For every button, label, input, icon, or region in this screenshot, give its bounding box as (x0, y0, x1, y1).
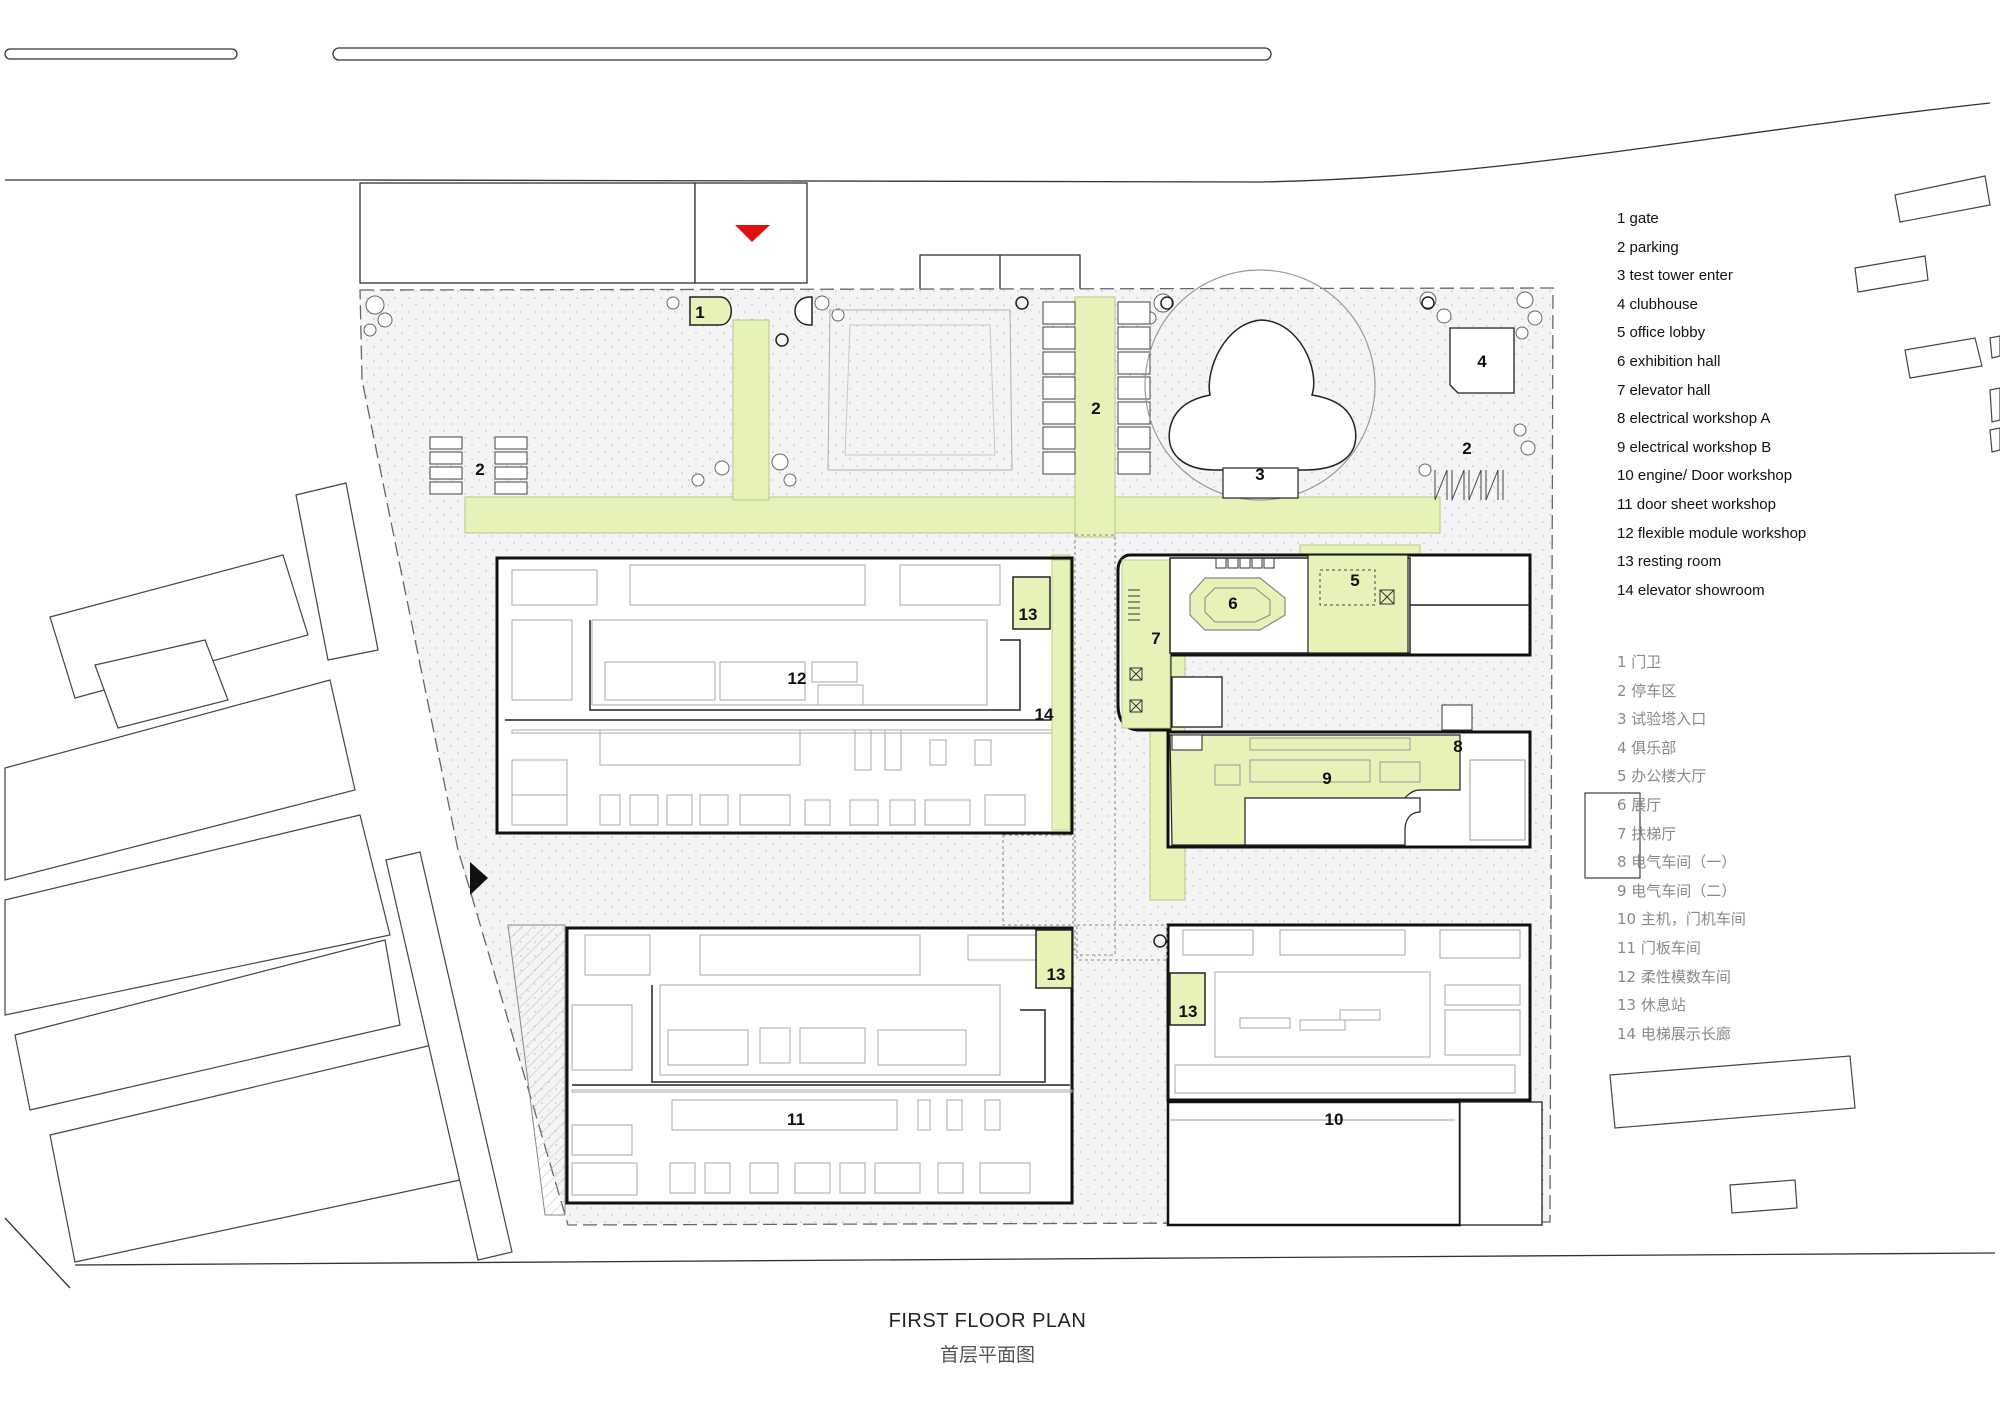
label-test-tower: 3 (1255, 465, 1264, 484)
legend-item-zh: 1 门卫 (1617, 653, 1662, 671)
label-resting-3: 13 (1179, 1002, 1198, 1021)
hatched-strip (507, 924, 566, 1216)
legend-english: 1 gate 2 parking 3 test tower enter 4 cl… (1617, 205, 1806, 605)
west-entrance-marker (470, 862, 488, 895)
label-parking-center: 2 (1091, 399, 1100, 418)
legend-item-zh: 2 停车区 (1617, 681, 1677, 700)
legend-item: 7 elevator hall (1617, 381, 1711, 399)
legend-item: 9 electrical workshop B (1617, 438, 1772, 456)
legend-item: 8 electrical workshop A (1617, 410, 1771, 428)
entry-structures (359, 182, 1081, 296)
label-showroom: 14 (1035, 705, 1054, 724)
label-engine-door: 10 (1325, 1110, 1344, 1129)
building-office (1116, 553, 1532, 732)
gate-houses (689, 296, 813, 326)
legend-item: 6 exhibition hall (1617, 352, 1721, 370)
legend-item: 11 door sheet workshop (1617, 495, 1776, 513)
service-box (1171, 676, 1223, 728)
legend-item-zh: 8 电气车间（一） (1617, 853, 1737, 872)
label-resting-2: 13 (1047, 965, 1066, 984)
legend-item: 10 engine/ Door workshop (1617, 467, 1793, 485)
label-workshop-b: 9 (1322, 769, 1331, 788)
neighbor-buildings-east (1584, 175, 2000, 1214)
label-clubhouse: 4 (1477, 352, 1487, 371)
room-numbers: 1 2 2 2 3 4 5 6 7 8 9 10 11 12 13 13 13 … (475, 303, 1487, 1129)
legend-item: 2 parking (1617, 238, 1679, 256)
building-89 (1166, 704, 1532, 849)
label-workshop-a: 8 (1453, 737, 1462, 756)
label-office-lobby: 5 (1350, 571, 1359, 590)
legend-item: 3 test tower enter (1617, 267, 1733, 285)
legend-item-zh: 7 扶梯厅 (1617, 824, 1677, 843)
garden-outline (827, 309, 1013, 471)
legend-item-zh: 11 门板车间 (1617, 938, 1701, 957)
building-11 (565, 926, 1074, 1205)
road-top (4, 47, 1272, 61)
legend-item: 5 office lobby (1617, 324, 1706, 342)
legend-item: 14 elevator showroom (1617, 581, 1765, 599)
test-tower (1144, 269, 1376, 501)
legend-item-zh: 3 试验塔入口 (1617, 710, 1707, 729)
clubhouse (1449, 327, 1515, 394)
legend-item-zh: 5 办公楼大厅 (1617, 767, 1707, 786)
main-entrance-marker (735, 225, 770, 242)
legend-item-zh: 13 休息站 (1617, 996, 1686, 1015)
corridor-lines (1002, 534, 1168, 961)
label-parking-west: 2 (475, 460, 484, 479)
plan-title: FIRST FLOOR PLAN (888, 1310, 1087, 1332)
building-10 (1166, 1100, 1543, 1227)
plan-title-chinese: 首层平面图 (939, 1344, 1035, 1366)
legend-item-zh: 12 柔性模数车间 (1617, 967, 1731, 986)
legend-item-zh: 10 主机，门机车间 (1617, 910, 1746, 929)
label-parking-east: 2 (1462, 439, 1471, 458)
label-door-sheet: 11 (787, 1110, 805, 1129)
legend-item-zh: 6 展厅 (1617, 795, 1662, 814)
label-elevator-hall: 7 (1151, 629, 1160, 648)
legend-item: 12 flexible module workshop (1617, 524, 1807, 542)
building-12 (495, 556, 1074, 835)
legend-item: 13 resting room (1617, 553, 1722, 571)
parking-stalls (429, 301, 1504, 501)
legend-item: 1 gate (1617, 210, 1659, 227)
label-exhibition: 6 (1228, 594, 1237, 613)
legend-chinese: 1 门卫 2 停车区 3 试验塔入口 4 俱乐部 5 办公楼大厅 6 展厅 7 … (1617, 648, 1746, 1048)
trees (363, 291, 1543, 487)
street-lines (4, 102, 1996, 1289)
neighbor-buildings-west (4, 482, 513, 1263)
garden-roof (844, 324, 996, 456)
legend-item-zh: 4 俱乐部 (1617, 738, 1677, 757)
label-resting-1: 13 (1019, 605, 1038, 624)
label-gate: 1 (695, 303, 704, 322)
building-right-bottom (1166, 923, 1532, 1102)
legend-item-zh: 14 电梯展示长廊 (1617, 1024, 1731, 1043)
label-flexible: 12 (788, 669, 807, 688)
legend-item-zh: 9 电气车间（二） (1617, 881, 1737, 900)
legend-item: 4 clubhouse (1617, 295, 1698, 313)
bollards (775, 296, 1435, 948)
